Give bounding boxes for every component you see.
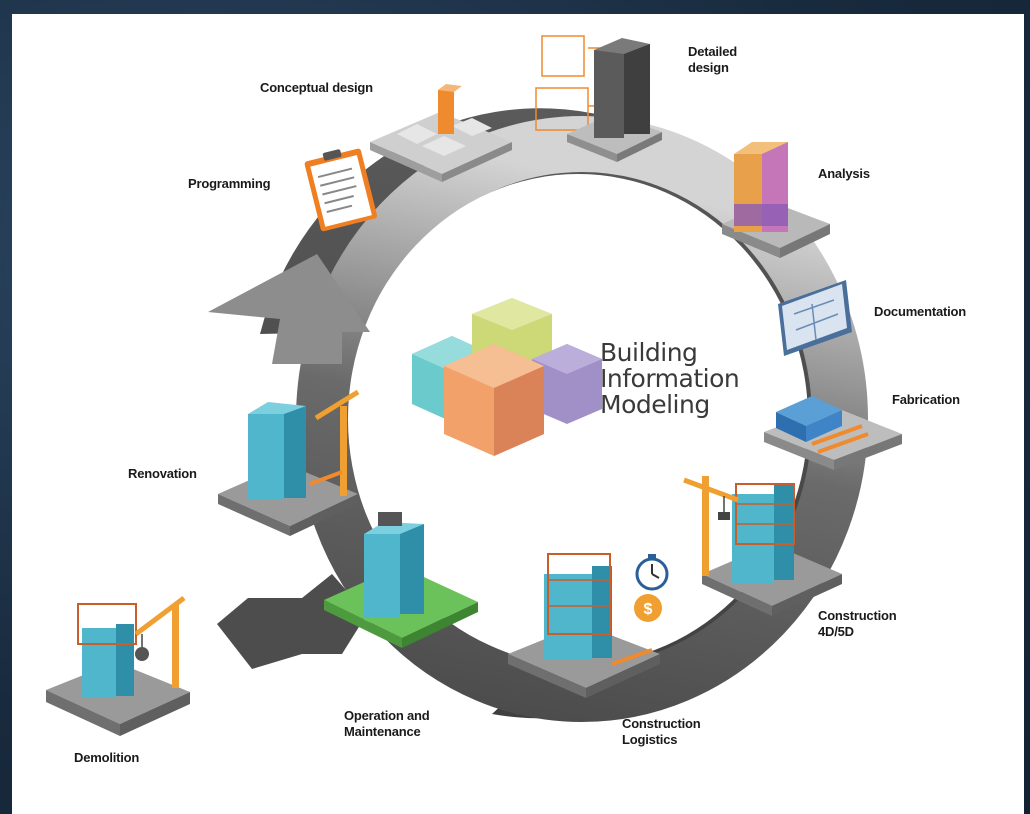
label-conceptual-design: Conceptual design [260,80,373,95]
label-construction-4d5d: Construction 4D/5D [818,608,897,640]
label-operation-maintenance-line-1: Operation and [344,708,430,723]
bim-title-line-3: Modeling [600,390,710,419]
label-operation-maintenance-line-2: Maintenance [344,724,421,739]
label-construction-4d5d-line-1: Construction [818,608,897,623]
analysis-model [722,142,830,258]
label-construction-logistics: Construction Logistics [622,716,701,748]
label-fabrication: Fabrication [892,392,960,407]
bim-title-line-2: Information [600,364,740,393]
svg-text:$: $ [644,601,653,618]
construction-logistics-model: $ [508,553,669,698]
label-construction-logistics-line-1: Construction [622,716,701,731]
label-analysis: Analysis [818,166,870,181]
bim-center-title: Building Information Modeling [600,338,740,419]
label-renovation: Renovation [128,466,197,481]
diagram-panel: $ [12,14,1024,814]
label-operation-maintenance: Operation and Maintenance [344,708,430,740]
renovation-model [218,389,360,536]
bim-lifecycle-diagram: $ [46,35,902,736]
label-documentation: Documentation [874,304,967,319]
demolition-model [46,596,190,736]
cycle-arrowhead [208,254,370,364]
bim-title-line-1: Building [600,338,698,367]
label-detailed-design-line-2: design [688,60,729,75]
label-detailed-design-line-1: Detailed [688,44,737,59]
operation-maintenance-model [324,512,478,648]
label-programming: Programming [188,176,271,191]
conceptual-design-model [370,84,512,182]
documentation-sheet [778,280,852,356]
label-detailed-design: Detailed design [688,44,737,76]
label-demolition: Demolition [74,750,140,765]
detailed-design-model [535,35,662,162]
stopwatch-icon [635,554,669,591]
demolition-arrow [217,574,367,669]
label-construction-logistics-line-2: Logistics [622,732,678,747]
bim-logo-cubes [412,298,602,456]
construction-4d5d-model [683,476,842,616]
label-construction-4d5d-line-2: 4D/5D [818,624,854,639]
dollar-coin-icon: $ [634,594,662,622]
crane-icon [683,476,739,576]
clipboard-icon [304,148,378,232]
fabrication-model [764,396,902,470]
